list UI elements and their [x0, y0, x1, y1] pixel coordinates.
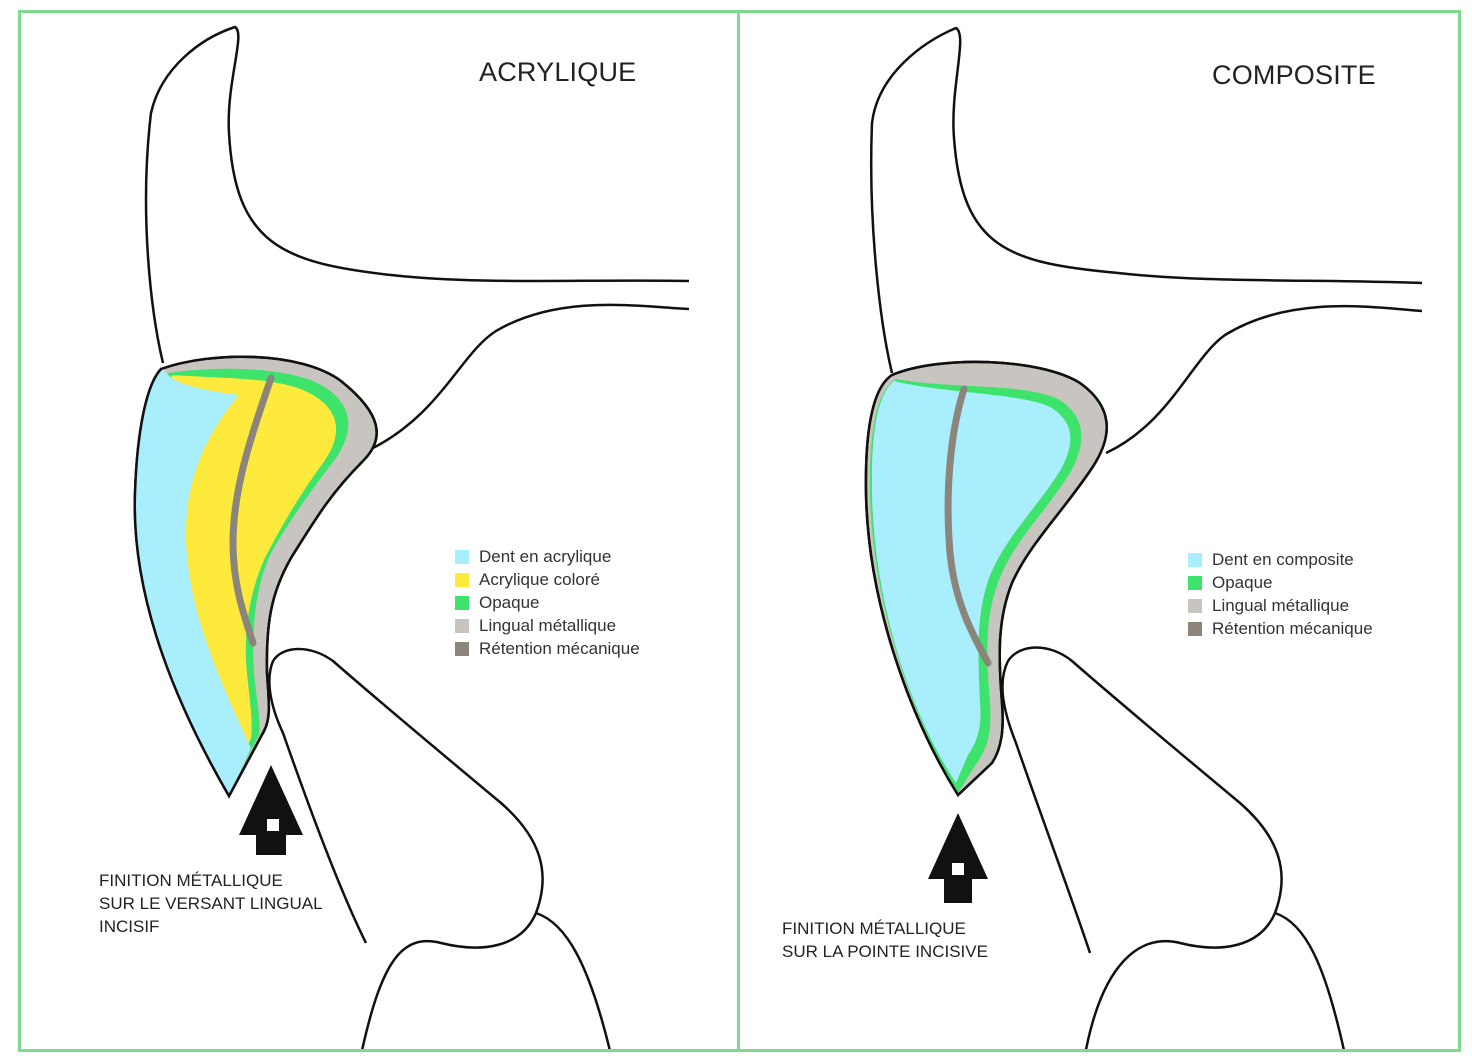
legend-swatch	[1188, 598, 1202, 613]
note-line: SUR LA POINTE INCISIVE	[782, 942, 988, 961]
panel-title: ACRYLIQUE	[479, 57, 637, 87]
legend-swatch	[1188, 552, 1202, 567]
legend-label: Dent en acrylique	[479, 546, 612, 566]
palate-outline	[372, 303, 690, 450]
legend-label: Opaque	[1212, 572, 1273, 592]
legend-label: Rétention mécanique	[1212, 618, 1373, 638]
lower-lip-outline	[535, 911, 611, 1049]
gum-outline	[144, 25, 690, 364]
acrylic-tooth-layer	[134, 369, 251, 796]
acrylique-diagram	[133, 25, 690, 1049]
legend-swatch	[455, 618, 469, 633]
note-line: FINITION MÉTALLIQUE	[782, 919, 966, 938]
legend-swatch	[455, 572, 469, 587]
legend-label: Rétention mécanique	[479, 638, 640, 658]
legend-item: Rétention mécanique	[455, 637, 640, 660]
mechanical-retention-line	[944, 385, 992, 667]
legend-label: Lingual métallique	[479, 615, 617, 635]
arrow-notch	[952, 863, 964, 875]
legend-label: Lingual métallique	[1212, 595, 1350, 615]
finishing-note: FINITION MÉTALLIQUE SUR LE VERSANT LINGU…	[99, 869, 323, 938]
palate-outline	[1105, 304, 1423, 455]
finishing-note: FINITION MÉTALLIQUE SUR LA POINTE INCISI…	[782, 917, 988, 963]
note-line: INCISIF	[99, 917, 160, 936]
legend-swatch	[1188, 575, 1202, 590]
composite-panel: COMPOSITE Dent en composite Opaque Lingu…	[737, 10, 1461, 1052]
legend: Dent en composite Opaque Lingual métalli…	[1188, 548, 1373, 640]
legend-item: Acrylique coloré	[455, 568, 640, 591]
note-line: SUR LE VERSANT LINGUAL	[99, 894, 323, 913]
panel-title: COMPOSITE	[1212, 60, 1376, 90]
note-line: FINITION MÉTALLIQUE	[99, 871, 283, 890]
mechanical-retention-line	[229, 374, 275, 647]
arrow-up-icon	[239, 765, 303, 855]
legend-item: Rétention mécanique	[1188, 617, 1373, 640]
arrow-notch	[267, 819, 279, 831]
legend-swatch	[455, 641, 469, 656]
legend-item: Opaque	[455, 591, 640, 614]
legend-label: Opaque	[479, 592, 540, 612]
crown-outline	[864, 360, 1109, 797]
legend-swatch	[455, 549, 469, 564]
legend: Dent en acrylique Acrylique coloré Opaqu…	[455, 545, 640, 660]
legend-item: Dent en composite	[1188, 548, 1373, 571]
crown-outline	[133, 355, 378, 799]
legend-label: Dent en composite	[1212, 549, 1354, 569]
arrow-up-icon	[928, 813, 988, 903]
legend-swatch	[1188, 621, 1202, 636]
legend-item: Lingual métallique	[1188, 594, 1373, 617]
legend-item: Dent en acrylique	[455, 545, 640, 568]
composite-tooth-layer	[871, 381, 1071, 783]
lower-tooth-outline	[1001, 646, 1283, 1049]
legend-item: Lingual métallique	[455, 614, 640, 637]
gum-outline	[869, 26, 1423, 374]
acrylique-panel: ACRYLIQUE Dent en acrylique Acrylique co…	[18, 10, 740, 1052]
lower-lip-outline	[1274, 911, 1345, 1049]
lower-tooth-outline	[268, 647, 544, 1049]
legend-label: Acrylique coloré	[479, 569, 600, 589]
legend-item: Opaque	[1188, 571, 1373, 594]
legend-swatch	[455, 595, 469, 610]
composite-diagram	[864, 26, 1423, 1049]
